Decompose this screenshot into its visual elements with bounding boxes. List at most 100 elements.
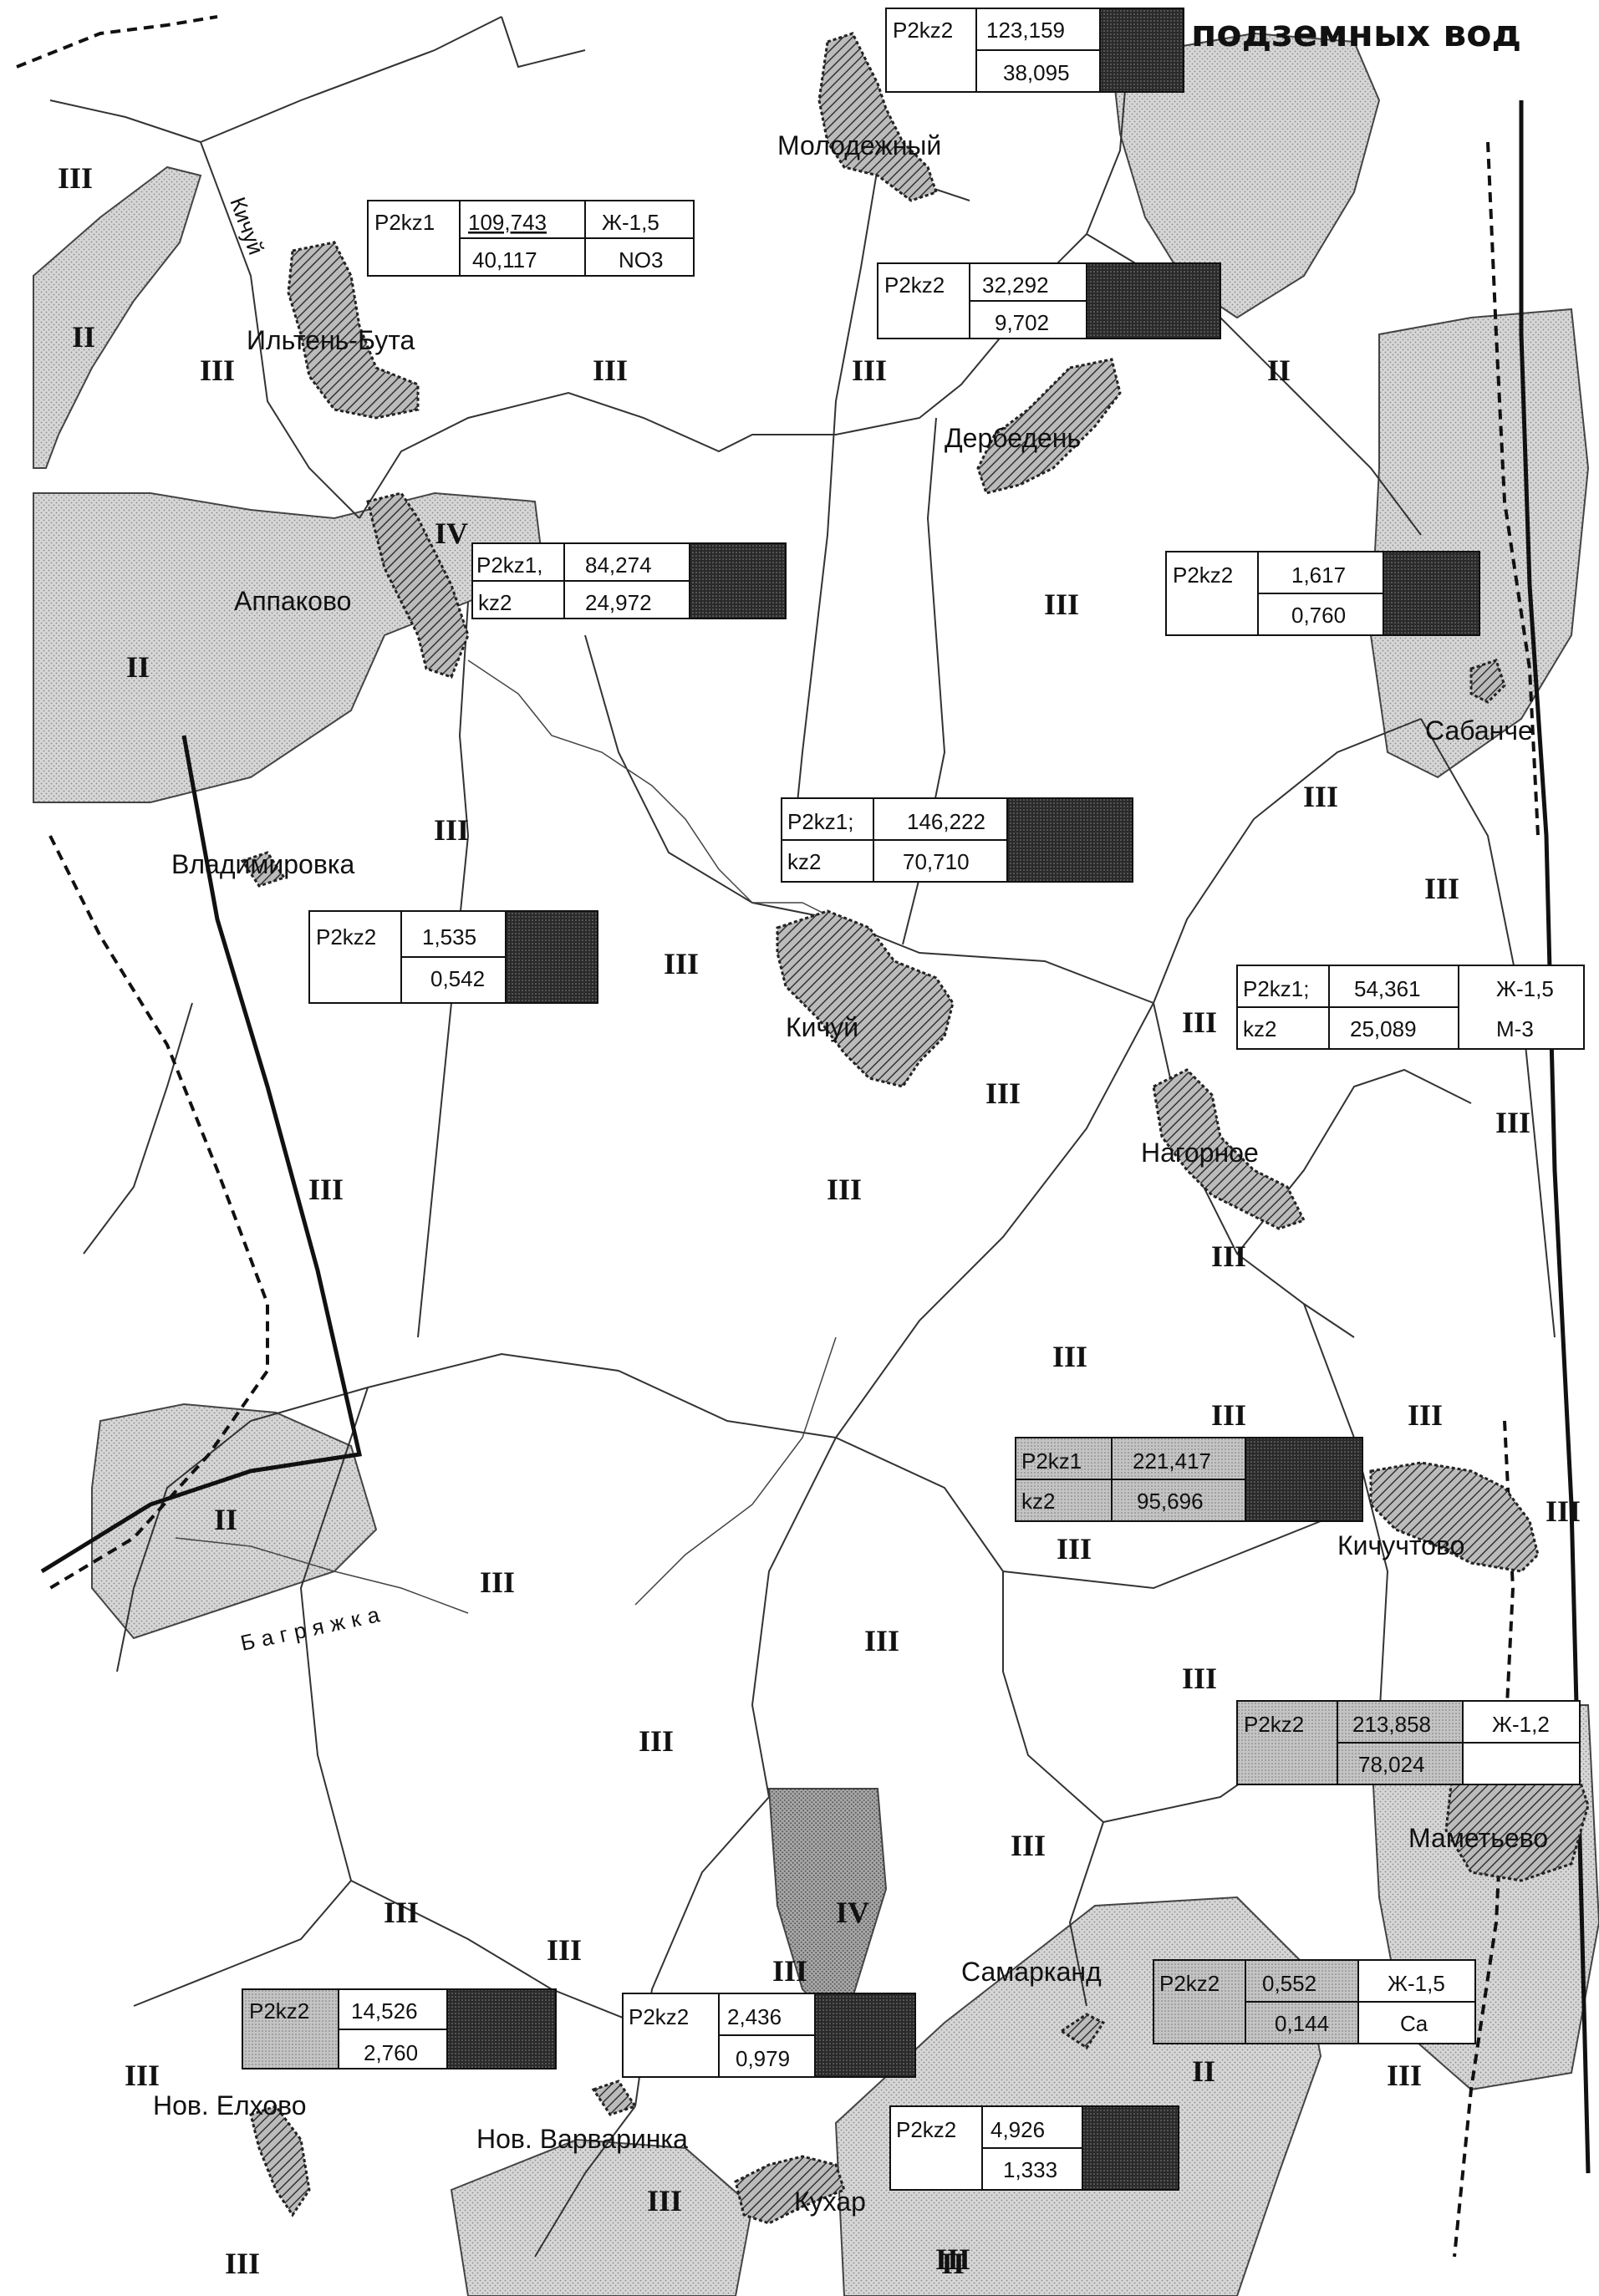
zone-label: III (1424, 872, 1459, 905)
zone-label: III (434, 813, 469, 847)
data-box: P2kz2 1,535 0,542 (309, 911, 598, 1003)
zone-label: III (639, 1724, 674, 1758)
box-value-top: 109,743 (468, 210, 547, 235)
box-formation: P2kz1; (787, 809, 854, 834)
zone-label: II (1267, 354, 1291, 387)
box-value-bottom: 38,095 (1003, 60, 1070, 85)
box-note-top: Ж-1,5 (1496, 976, 1554, 1001)
box-value-top: 2,436 (727, 2004, 782, 2029)
zone-label: III (1495, 1106, 1530, 1139)
box-formation-2: kz2 (478, 590, 512, 615)
data-box: P2kz2 32,292 9,702 (878, 263, 1220, 339)
box-formation: P2kz2 (249, 1998, 309, 2024)
zone-label: III (827, 1173, 862, 1206)
zone-label: III (772, 1954, 807, 1988)
box-formation: P2kz1; (1243, 976, 1310, 1001)
box-formation: P2kz2 (1173, 563, 1233, 588)
box-value-bottom: 0,542 (430, 966, 485, 991)
data-box: P2kz1 109,743 40,117 Ж-1,5 NO3 (368, 201, 694, 276)
zone-label: III (58, 161, 93, 195)
data-box: P2kz2 14,526 2,760 (242, 1989, 556, 2069)
zone-ii-area-nw (33, 167, 201, 468)
zone-label: III (1408, 1398, 1443, 1432)
box-value-bottom: 78,024 (1358, 1752, 1425, 1777)
box-value-top: 32,292 (982, 272, 1049, 298)
data-box: P2kz2 1,617 0,760 (1166, 552, 1479, 635)
zone-label: III (1303, 780, 1338, 813)
box-value-bottom: 9,702 (995, 310, 1049, 335)
zone-label: III (1182, 1005, 1217, 1039)
zone-label: IV (435, 517, 468, 550)
box-value-top: 213,858 (1352, 1712, 1431, 1737)
zone-label: III (547, 1933, 582, 1967)
box-value-bottom: 24,972 (585, 590, 652, 615)
box-formation: P2kz1, (476, 552, 543, 578)
zone-label: III (225, 2247, 260, 2280)
box-value-bottom: 95,696 (1137, 1489, 1204, 1514)
box-value-bottom: 25,089 (1350, 1016, 1417, 1041)
box-value-top: 4,926 (990, 2117, 1045, 2142)
box-note-bottom: Ca (1400, 2011, 1428, 2036)
box-value-bottom: 0,144 (1275, 2011, 1329, 2036)
box-formation: P2kz1 (374, 210, 435, 235)
zone-label: III (664, 947, 699, 980)
settlement-label: Маметьево (1408, 1823, 1548, 1853)
data-box: P2kz2 213,858 78,024 Ж-1,2 (1237, 1701, 1580, 1784)
box-value-top: 54,361 (1354, 976, 1421, 1001)
zone-label: III (1044, 588, 1079, 621)
data-box: P2kz2 4,926 1,333 (890, 2106, 1179, 2190)
data-box: P2kz1; kz2 146,222 70,710 (782, 798, 1133, 882)
box-value-top: 146,222 (907, 809, 985, 834)
zone-label: III (647, 2184, 682, 2217)
zone-label: III (864, 1624, 899, 1657)
zone-label: II (1192, 2054, 1215, 2088)
zone-label: III (200, 354, 235, 387)
zone-label: IV (836, 1896, 869, 1929)
zone-label: II (126, 650, 150, 684)
settlement-label: Нагорное (1141, 1138, 1259, 1168)
data-box: P2kz2 2,436 0,979 (623, 1993, 915, 2077)
zone-label: III (1182, 1662, 1217, 1695)
box-value-bottom: 2,760 (364, 2040, 418, 2065)
box-note-bottom: NO3 (619, 247, 663, 272)
box-note-top: Ж-1,2 (1492, 1712, 1550, 1737)
box-formation-2: kz2 (1021, 1489, 1055, 1514)
box-formation: P2kz2 (629, 2004, 689, 2029)
box-note-top: Ж-1,5 (602, 210, 659, 235)
box-value-bottom: 0,760 (1291, 603, 1346, 628)
box-formation: P2kz1 (1021, 1448, 1082, 1474)
box-formation: P2kz2 (1244, 1712, 1304, 1737)
box-formation-2: kz2 (787, 849, 821, 874)
zone-label: II (214, 1503, 237, 1536)
box-note-bottom: M-3 (1496, 1016, 1534, 1041)
settlement-label: Владимировка (171, 849, 355, 879)
settlement-label: Кухар (794, 2187, 866, 2217)
settlement-shape-nov-elkhovo (251, 2106, 309, 2215)
settlement-label: Самарканд (961, 1957, 1102, 1987)
settlement-label: Нов. Елхово (153, 2090, 307, 2120)
settlement-label: Кичуй (786, 1012, 858, 1042)
data-box: P2kz1, kz2 84,274 24,972 (472, 543, 786, 619)
data-box: P2kz2 0,552 0,144 Ж-1,5 Ca (1153, 1960, 1475, 2044)
settlement-label: Молодежный (777, 130, 941, 160)
settlement-label: Нов. Варваринка (476, 2124, 688, 2154)
settlement-label: Аппаково (234, 586, 351, 616)
box-value-bottom: 40,117 (472, 247, 537, 272)
data-box: P2kz1; kz2 54,361 25,089 Ж-1,5 M-3 (1237, 965, 1584, 1049)
settlement-label: Сабанче (1425, 715, 1533, 746)
zone-label: III (1211, 1398, 1246, 1432)
box-value-top: 123,159 (986, 18, 1065, 43)
box-value-top: 14,526 (351, 1998, 418, 2024)
box-value-top: 221,417 (1133, 1448, 1211, 1474)
zone-label: III (985, 1077, 1021, 1110)
zone-label: III (308, 1173, 344, 1206)
box-value-top: 0,552 (1262, 1971, 1316, 1996)
zone-label: III (1057, 1532, 1092, 1565)
zone-label: III (480, 1565, 515, 1599)
map-title: подземных вод (1191, 13, 1521, 55)
zone-ii-area-ne-right (1371, 309, 1588, 777)
zone-label: III (593, 354, 628, 387)
zone-label: III (1546, 1494, 1581, 1528)
zone-label: III (125, 2059, 160, 2092)
